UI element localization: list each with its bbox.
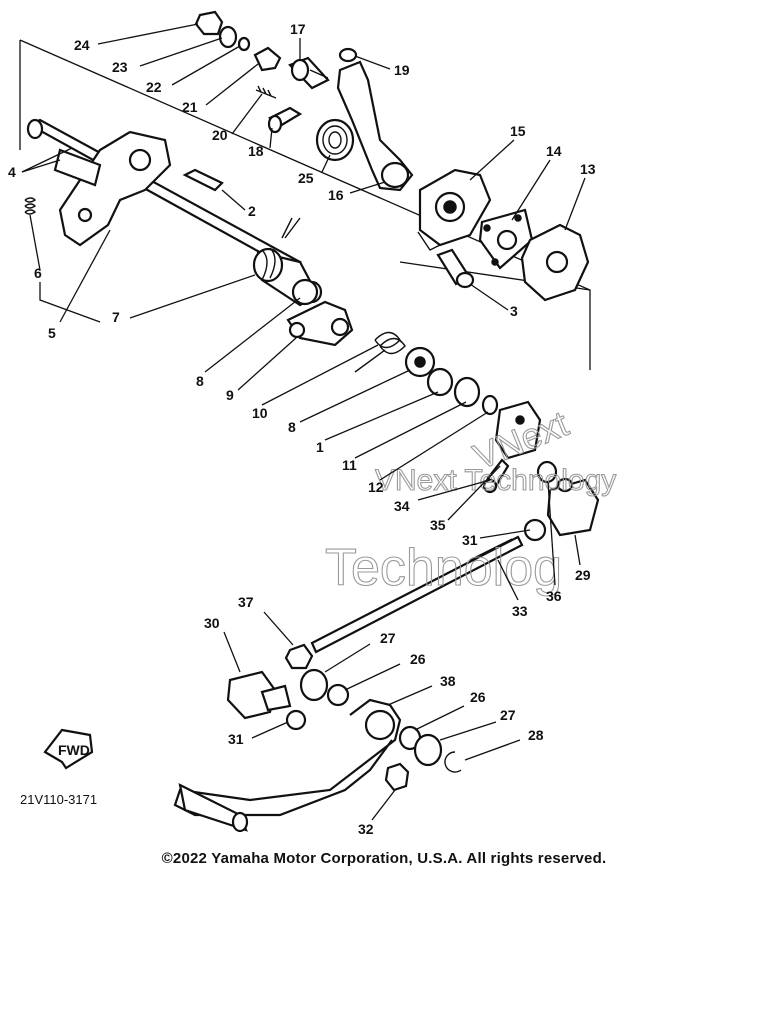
lever-9	[286, 300, 354, 347]
fwd-arrow: FWD	[43, 728, 94, 770]
watermark-line-3: Technolog	[325, 539, 562, 597]
callout-19: 19	[394, 62, 410, 78]
cam-13	[520, 223, 590, 302]
callout-24: 24	[74, 37, 90, 53]
cap-19	[338, 47, 358, 63]
rod-end-29	[546, 477, 600, 537]
callout-8a: 8	[196, 373, 204, 389]
callout-22: 22	[146, 79, 162, 95]
bolt-3	[436, 248, 475, 289]
washers-upper	[299, 668, 350, 707]
callout-26a: 26	[410, 651, 426, 667]
callout-14: 14	[546, 143, 562, 159]
callout-8b: 8	[288, 419, 296, 435]
callout-12: 12	[368, 479, 384, 495]
fwd-label: FWD	[58, 742, 90, 758]
callout-4: 4	[8, 164, 16, 180]
spring-6	[24, 197, 37, 215]
callout-30: 30	[204, 615, 220, 631]
washer-36	[523, 460, 558, 542]
callout-33: 33	[512, 603, 528, 619]
callout-37: 37	[238, 594, 254, 610]
washer-31b	[285, 709, 307, 731]
upper-fasteners	[194, 10, 303, 134]
callout-32: 32	[358, 821, 374, 837]
part-17	[288, 56, 330, 90]
shift-pedal	[173, 698, 402, 833]
shift-arm	[53, 130, 172, 247]
copyright-notice: ©2022 Yamaha Motor Corporation, U.S.A. A…	[161, 850, 607, 867]
callout-31b: 31	[228, 731, 244, 747]
callout-10: 10	[252, 405, 268, 421]
arm-16	[336, 60, 414, 192]
spring-25	[315, 118, 355, 162]
callout-27a: 27	[380, 630, 396, 646]
collar-7	[252, 217, 301, 283]
diagram-code: 21V110-3171	[20, 792, 98, 807]
callout-18: 18	[248, 143, 264, 159]
callout-25: 25	[298, 170, 314, 186]
screw-34	[482, 458, 510, 494]
callout-31a: 31	[462, 532, 478, 548]
callout-38: 38	[440, 673, 456, 689]
callout-3: 3	[510, 303, 518, 319]
leader-lines	[21, 23, 586, 821]
callout-35: 35	[430, 517, 446, 533]
callout-7: 7	[112, 309, 120, 325]
rod-end-30	[226, 670, 292, 720]
shift-rod-33	[310, 535, 524, 654]
pin-2	[182, 168, 224, 192]
callout-28: 28	[528, 727, 544, 743]
callout-21: 21	[182, 99, 198, 115]
callout-27b: 27	[500, 707, 516, 723]
callout-9: 9	[226, 387, 234, 403]
callout-labels: 24 23 22 21 20 18 17 19 25 16 15 14 13 4…	[8, 21, 596, 837]
spring-10	[354, 331, 406, 373]
callout-16: 16	[328, 187, 344, 203]
watermark-line-1: VNext Technology	[375, 464, 616, 497]
joint-12	[494, 400, 542, 460]
washers-lower	[398, 725, 462, 773]
plate-14	[478, 208, 534, 270]
callout-2: 2	[248, 203, 256, 219]
callout-17: 17	[290, 21, 306, 37]
callout-23: 23	[112, 59, 128, 75]
washers-mid	[404, 346, 499, 416]
callout-36: 36	[546, 588, 562, 604]
callout-11: 11	[342, 457, 357, 473]
nut-37	[284, 643, 314, 670]
callout-34: 34	[394, 498, 410, 514]
nut-32	[384, 762, 410, 792]
callout-5: 5	[48, 325, 56, 341]
callout-29: 29	[575, 567, 591, 583]
callout-15: 15	[510, 123, 526, 139]
callout-20: 20	[212, 127, 228, 143]
callout-6: 6	[34, 265, 42, 281]
callout-26b: 26	[470, 689, 486, 705]
callout-13: 13	[580, 161, 596, 177]
plate-15	[417, 168, 492, 251]
callout-1: 1	[316, 439, 324, 455]
